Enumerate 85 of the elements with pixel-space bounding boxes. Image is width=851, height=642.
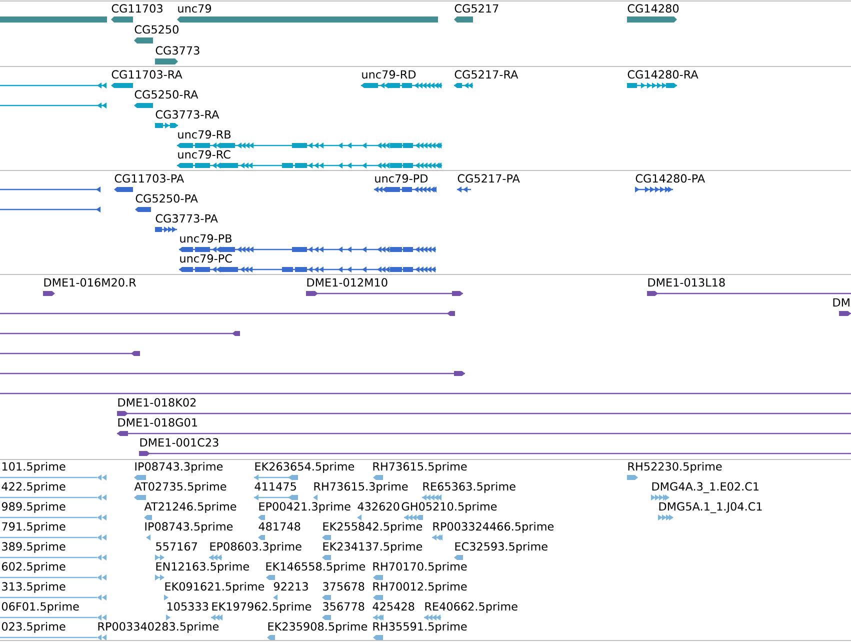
feature-label: CG14280-PA [636, 174, 705, 183]
clone-line [0, 311, 455, 316]
feature-label: 425428 [372, 602, 414, 611]
feature-label: 101.5prime [2, 462, 66, 473]
feature-label: EC32593.5prime [455, 542, 548, 553]
feature-label: RH70012.5prime [373, 582, 467, 593]
feature-label: AT02735.5prime [134, 482, 226, 493]
clone-line [0, 371, 465, 376]
feature-label: 356778 [323, 602, 364, 611]
feature-label: IP08743.3prime [135, 462, 223, 473]
feature-label: unc79-RD [362, 70, 416, 79]
feature-label: unc79-RB [178, 130, 231, 139]
feature-label: EN12163.5prime [156, 562, 249, 573]
feature-label: 602.5prime [2, 562, 66, 573]
feature-label: 557167 [156, 542, 197, 551]
feature-label: CG5217-PA [458, 174, 520, 183]
feature-label: GH05210.5prime [402, 502, 497, 513]
feature-label: DMG5A.1_1.J04.C1 [659, 502, 762, 514]
feature-label: EK235908.5prime [268, 622, 368, 633]
feature-label: EP08603.3prime [210, 542, 302, 553]
feature-label: RH70170.5prime [373, 562, 467, 573]
feature-label: DME1-018K02 [118, 398, 196, 407]
feature-label: 313.5prime [2, 582, 66, 593]
feature-label: CG5217 [454, 4, 498, 13]
feature-label: CG14280-RA [628, 70, 698, 79]
feature-label: DME1-001C23 [140, 438, 218, 447]
gene-bar [0, 16, 107, 22]
feature-label: DME1-013L18 [648, 278, 725, 287]
gene-model [0, 206, 100, 212]
feature-label: 06F01.5prime [2, 602, 79, 613]
feature-label: 023.5prime [2, 622, 66, 633]
feature-label: 411475 [254, 482, 296, 491]
feature-label: RH52230.5prime [628, 462, 722, 473]
feature-label: DME1-012M10 [307, 278, 388, 287]
feature-label: EK263654.5prime [255, 462, 354, 473]
gene-model [0, 82, 106, 88]
feature-label: unc79-PC [180, 254, 232, 263]
feature-label: 481748 [258, 522, 300, 531]
feature-label: 791.5prime [2, 522, 66, 533]
feature-label: RP003340283.5prime [98, 622, 219, 633]
feature-label: RP003324466.5prime [433, 522, 554, 533]
feature-label: IP08743.5prime [145, 522, 233, 533]
feature-label: RH35591.5prime [373, 622, 467, 633]
feature-label: EK234137.5prime [323, 542, 422, 553]
feature-label: 989.5prime [2, 502, 66, 513]
feature-label: EK255842.5prime [323, 522, 422, 533]
gene-model [0, 186, 100, 192]
feature-label: 105333 [167, 602, 208, 611]
feature-label: CG11703-PA [114, 174, 184, 183]
feature-label: CG11703 [112, 4, 162, 13]
gene-model [0, 102, 106, 108]
feature-label: RH73615.3prime [314, 482, 408, 493]
feature-label: DME1-018G01 [118, 418, 197, 427]
feature-label: 375678 [323, 582, 364, 591]
feature-label: CG3773 [156, 46, 200, 55]
feature-label: RE65363.5prime [423, 482, 516, 493]
feature-label: CG3773-PA [156, 214, 218, 223]
feature-label: RE40662.5prime [425, 602, 518, 613]
feature-label: DME1-016M20.R [44, 278, 136, 287]
feature-label: DM [833, 298, 850, 306]
feature-label: CG11703-RA [112, 70, 182, 79]
feature-label: EK091621.5prime [165, 582, 264, 593]
feature-label: 422.5prime [2, 482, 66, 493]
feature-label: DMG4A.3_1.E02.C1 [652, 482, 759, 494]
feature-label: unc79-PD [375, 174, 428, 183]
feature-label: RH73615.5prime [373, 462, 467, 473]
clone-line [0, 351, 140, 356]
clone-line [0, 392, 851, 394]
clone-line [0, 331, 240, 336]
feature-label: 389.5prime [2, 542, 66, 553]
feature-label: 92213 [274, 582, 308, 591]
feature-label: CG5217-RA [454, 70, 518, 79]
feature-label: unc79-PB [180, 234, 232, 243]
feature-label: EP00421.3prime [259, 502, 350, 513]
feature-label: 432620 [358, 502, 400, 511]
feature-label: EK197962.5prime [212, 602, 312, 613]
feature-label: CG5250-RA [134, 90, 198, 99]
feature-label: CG14280 [628, 4, 679, 13]
feature-label: CG3773-RA [156, 110, 220, 119]
feature-label: EK146558.5prime [266, 562, 366, 573]
feature-label: CG5250 [134, 25, 178, 34]
feature-label: CG5250-PA [136, 194, 198, 203]
feature-label: AT21246.5prime [144, 502, 236, 513]
feature-label: unc79 [178, 4, 212, 13]
feature-label: unc79-RC [178, 150, 230, 159]
